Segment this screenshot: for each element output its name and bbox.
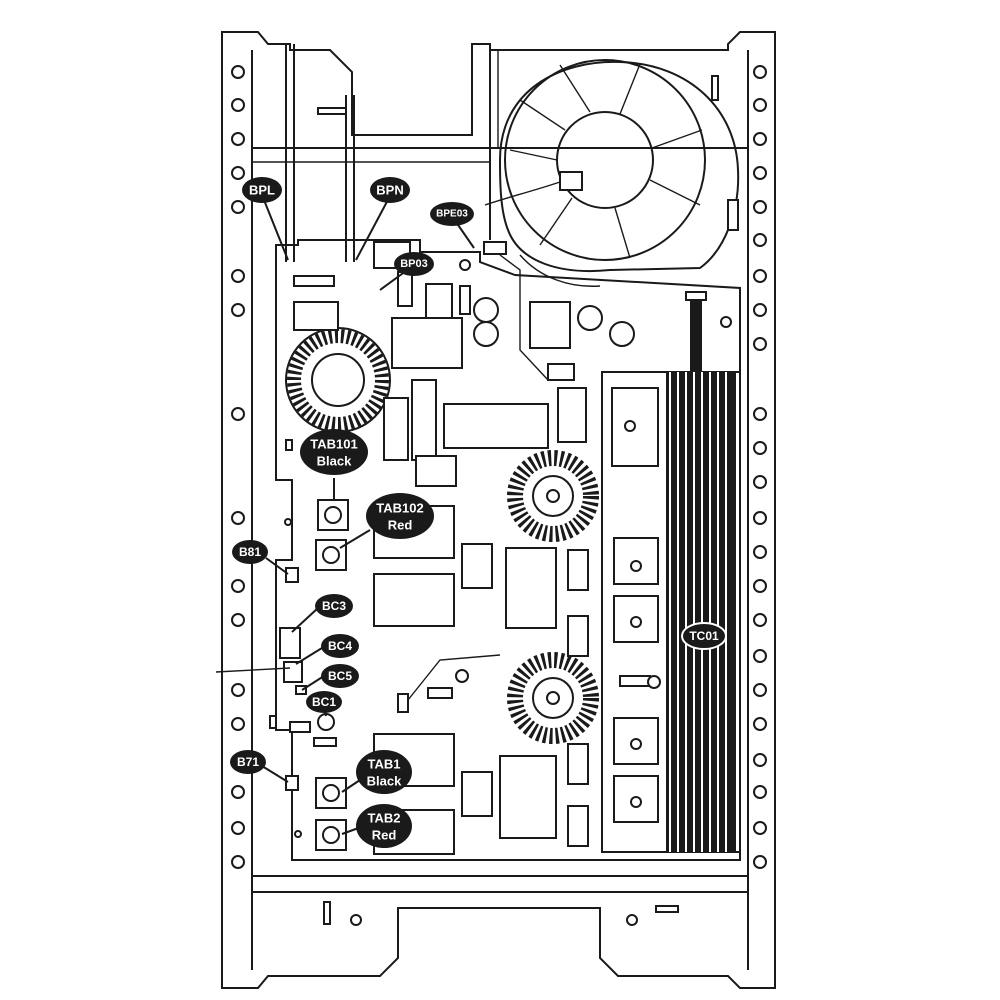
callout-tab1-line1: TAB1: [368, 757, 401, 772]
callout-tc01: TC01: [681, 622, 727, 650]
tab102-terminal: [315, 539, 347, 571]
callout-bpn-label: BPN: [376, 183, 403, 198]
callout-bc1-label: BC1: [312, 695, 336, 709]
callout-tab1-line2: Black: [367, 774, 402, 789]
callout-bpe03: BPE03: [430, 202, 474, 226]
callout-bc5-badge: [321, 664, 359, 688]
callout-bpn: BPN: [370, 177, 410, 203]
toroid-top-left: [285, 327, 391, 433]
lower-components: [373, 505, 661, 855]
callout-tab1-badge: [356, 750, 412, 794]
toroid-lower: [507, 652, 599, 744]
power-lead-cables: [285, 44, 507, 262]
callout-tab2-badge: [356, 804, 412, 848]
callout-b81: B81: [232, 540, 268, 564]
callout-tab2-line2: Red: [372, 828, 397, 843]
callout-bc3-label: BC3: [322, 599, 346, 613]
callout-b71-label: B71: [237, 755, 259, 769]
heatsink: [601, 291, 741, 853]
left-rail-holes: [231, 65, 245, 869]
callout-tab102-badge: [366, 493, 434, 539]
callout-bpe03-label: BPE03: [436, 209, 468, 220]
callout-tab102: TAB102 Red: [366, 493, 434, 539]
callout-bc3-badge: [315, 594, 353, 618]
small-connectors: [215, 567, 409, 791]
callout-bc1-badge: [306, 691, 342, 713]
callout-tab2-line1: TAB2: [368, 811, 401, 826]
callout-bpl: BPL: [242, 177, 282, 203]
callout-bc4-label: BC4: [328, 639, 352, 653]
callout-tc01-label: TC01: [689, 629, 719, 643]
callout-b81-label: B81: [239, 545, 261, 559]
callout-tab101: TAB101 Black: [300, 429, 368, 475]
callout-bc1: BC1: [306, 691, 342, 713]
callout-bp03-label: BP03: [400, 258, 428, 270]
callout-tab101-line2: Black: [317, 454, 352, 469]
callout-bpl-label: BPL: [249, 183, 275, 198]
tab2-terminal: [315, 819, 347, 851]
callout-tab2: TAB2 Red: [356, 804, 412, 848]
tab1-terminal: [315, 777, 347, 809]
blower-fan: [484, 59, 740, 287]
callout-bp03-badge: [394, 252, 434, 276]
upper-components: [293, 241, 659, 487]
callout-bc3: BC3: [315, 594, 353, 618]
callout-bc4: BC4: [321, 634, 359, 658]
callout-bc4-badge: [321, 634, 359, 658]
callout-bc5: BC5: [321, 664, 359, 688]
callout-tab1: TAB1 Black: [356, 750, 412, 794]
callout-bpl-badge: [242, 177, 282, 203]
callout-bc5-label: BC5: [328, 669, 352, 683]
callout-b81-badge: [232, 540, 268, 564]
callout-tab101-line1: TAB101: [310, 437, 357, 452]
callout-tab101-badge: [300, 429, 368, 475]
callout-tc01-badge: [681, 622, 727, 650]
callout-tab102-line1: TAB102: [376, 501, 423, 516]
right-rail-holes: [753, 65, 767, 869]
tab101-terminal: [317, 499, 349, 531]
callout-bpe03-badge: [430, 202, 474, 226]
chassis-frame: [221, 31, 776, 989]
callout-b71-badge: [230, 750, 266, 774]
toroid-upper: [507, 450, 599, 542]
callout-bp03: BP03: [394, 252, 434, 276]
callout-tab102-line2: Red: [388, 518, 413, 533]
callout-bpn-badge: [370, 177, 410, 203]
callout-b71: B71: [230, 750, 266, 774]
